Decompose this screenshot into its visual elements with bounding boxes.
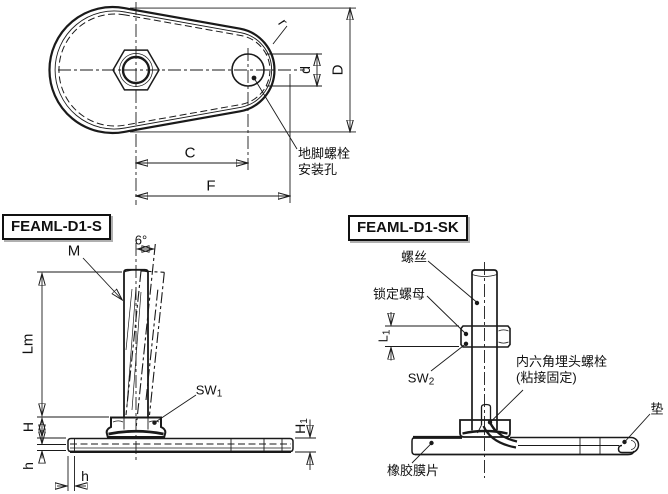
thread-leader — [82, 257, 122, 300]
label-lock-nut: 锁定螺母 — [372, 286, 426, 302]
countersunk-bolt — [480, 403, 492, 425]
base-plate — [67, 437, 294, 453]
model-title-s: FEAML-D1-S — [2, 214, 111, 240]
radius-leader — [272, 25, 288, 45]
dim-label-SW1: SW1 — [195, 382, 223, 400]
label-washer: 垫 — [650, 401, 664, 417]
teardrop-outline — [48, 5, 276, 135]
hex-nut-side — [105, 416, 167, 438]
dim-label-H: H — [20, 421, 36, 433]
dim-label-h-horiz: h — [81, 468, 89, 484]
dim-label-SW2: SW2 — [407, 370, 435, 388]
label-rubber-sheet: 橡胶膜片 — [387, 463, 440, 478]
lock-nut — [460, 325, 511, 348]
dim-label-L1: L1 — [375, 329, 393, 343]
dim-label-angle: 6° — [134, 232, 148, 248]
dim-label-H1: H1 — [292, 418, 310, 434]
side-view-s — [37, 243, 316, 491]
washer-strip — [510, 436, 640, 454]
dim-label-d: d — [297, 66, 313, 74]
dim-label-M: M — [67, 242, 81, 260]
sk-base-plate — [411, 436, 416, 456]
label-screw: 螺丝 — [400, 249, 428, 265]
dim-label-h-vert: h — [20, 462, 36, 470]
dim-label-Lm: Lm — [19, 333, 37, 355]
dim-label-F: F — [206, 177, 216, 195]
top-view — [48, 2, 356, 205]
dim-label-C: C — [184, 144, 196, 162]
mounting-hole-note: 地脚螺栓 安装孔 — [298, 146, 351, 177]
countersunk-bolt-note: 内六角埋头螺栓 (粘接固定) — [516, 354, 608, 385]
model-title-sk: FEAML-D1-SK — [348, 215, 468, 241]
side-view-sk — [385, 260, 651, 478]
dim-label-D: D — [329, 64, 347, 76]
